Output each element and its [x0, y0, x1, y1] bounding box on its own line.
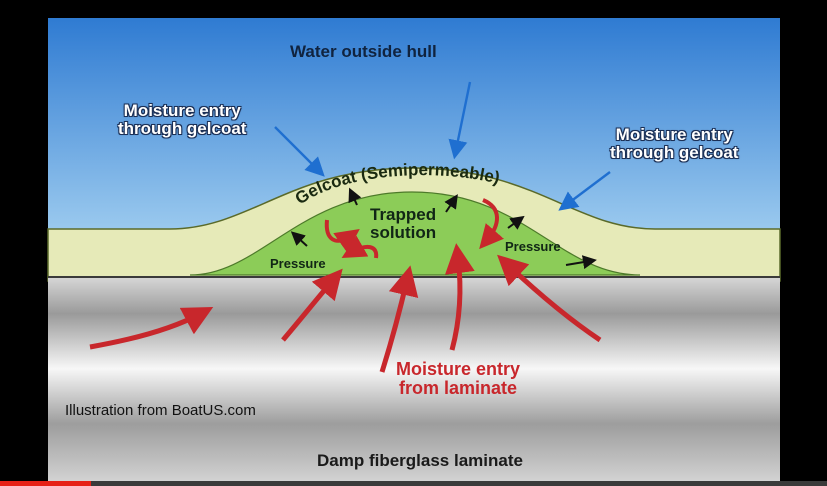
illustration-credit: Illustration from BoatUS.com [65, 402, 256, 419]
red-arrow-4 [444, 243, 475, 351]
red-arrow-3 [379, 265, 419, 373]
pressure-arrow-3 [444, 194, 458, 213]
pressure-arrow-5 [565, 255, 597, 270]
pressure-arrow-4 [507, 215, 525, 230]
laminate-region [48, 277, 780, 481]
red-curl-arrow-2 [341, 235, 379, 259]
pressure-arrow-2 [348, 187, 362, 206]
video-progress-played [0, 481, 91, 486]
red-arrow-2 [281, 268, 343, 342]
red-arrow-5 [497, 254, 602, 343]
red-curl-arrow-3 [479, 198, 504, 250]
blue-arrow-right [558, 171, 611, 211]
blue-arrow-center [448, 81, 472, 160]
red-arrow-1 [89, 306, 214, 350]
pressure-label-right: Pressure [505, 239, 561, 254]
blue-arrow-left [274, 126, 325, 177]
video-progress-bar[interactable] [0, 481, 827, 486]
laminate-label: Damp fiberglass laminate [317, 451, 523, 470]
water-label: Water outside hull [290, 42, 437, 61]
pressure-label-left: Pressure [270, 256, 326, 271]
pressure-arrow-1 [290, 231, 308, 247]
